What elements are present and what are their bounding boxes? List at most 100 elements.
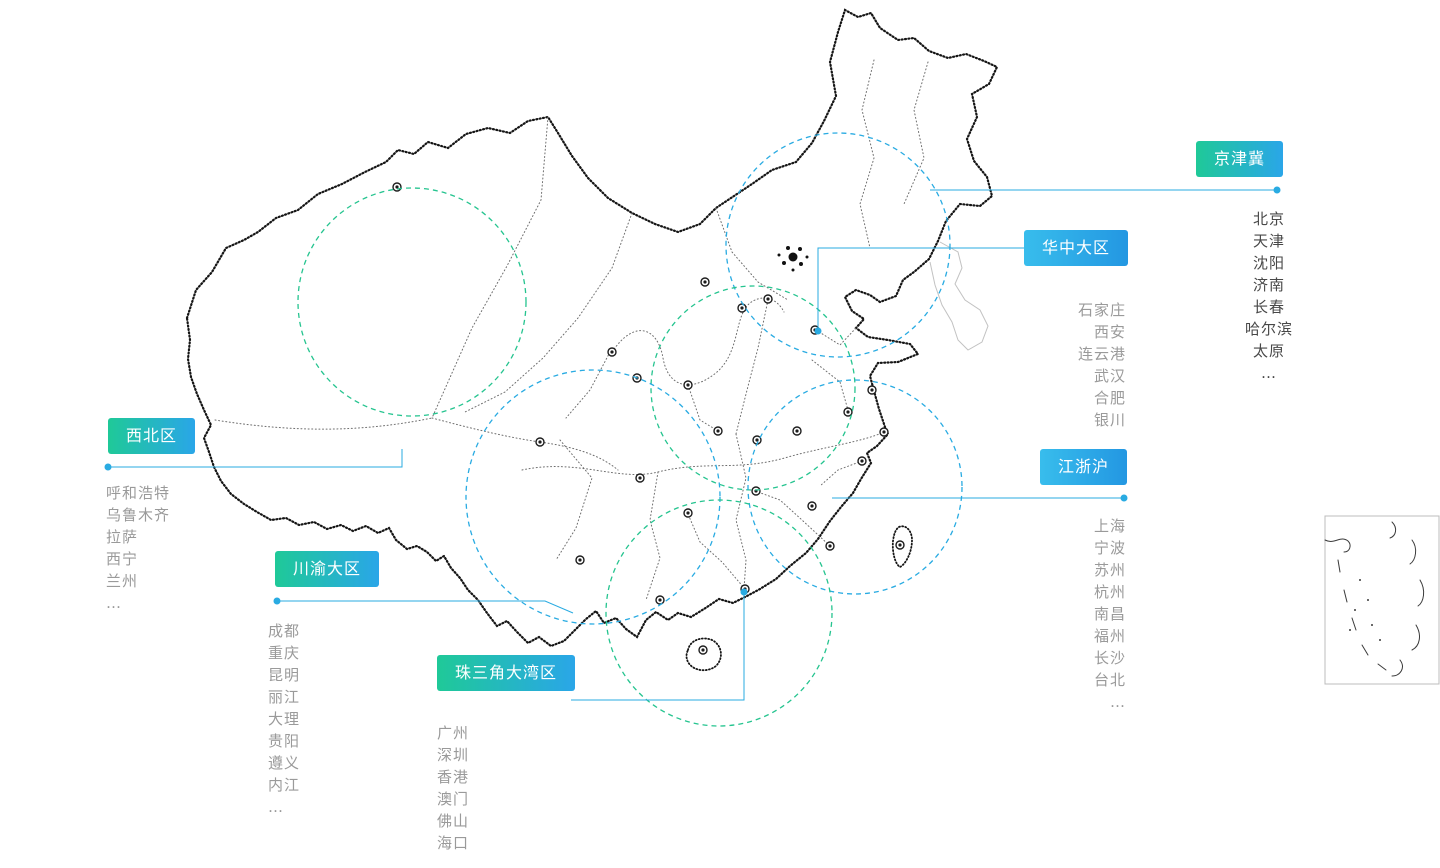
city-marker-icon — [879, 427, 889, 437]
city-marker-icon — [895, 540, 905, 550]
city-item: 上海 — [1093, 517, 1126, 535]
city-item: 丽江 — [268, 688, 301, 706]
beijing-cluster — [777, 246, 809, 272]
city-marker-icon — [700, 277, 710, 287]
region-badge-zhusanjiao[interactable]: 珠三角大湾区 — [437, 655, 576, 691]
city-item: 哈尔滨 — [1244, 320, 1293, 338]
city-item: 遵义 — [268, 754, 301, 772]
city-item: 长春 — [1252, 298, 1285, 316]
region-badge-huazhong[interactable]: 华中大区 — [1024, 230, 1129, 266]
city-item: 济南 — [1252, 276, 1285, 294]
city-item: 南昌 — [1093, 605, 1126, 623]
city-item: 成都 — [268, 622, 301, 640]
connector-zhusanjiao — [571, 592, 745, 701]
city-marker-icon — [392, 182, 402, 192]
city-marker-icon — [607, 347, 617, 357]
city-marker-icon — [825, 541, 835, 551]
city-item: 北京 — [1252, 210, 1285, 228]
city-marker-icon — [683, 508, 693, 518]
province-lines — [214, 59, 929, 601]
city-marker-icon — [713, 426, 723, 436]
city-item: 贵阳 — [268, 732, 301, 750]
city-marker-icon — [807, 501, 817, 511]
circle-jingjinji — [725, 132, 951, 358]
city-item: 呼和浩特 — [106, 484, 171, 502]
city-marker-icon — [751, 486, 761, 496]
city-marker-icon — [535, 437, 545, 447]
city-item: 香港 — [437, 768, 470, 786]
city-item: 大理 — [268, 710, 301, 728]
city-marker-icon — [683, 380, 693, 390]
city-marker-icon — [655, 595, 665, 605]
city-marker-icon — [857, 456, 867, 466]
region-badge-chuanyu[interactable]: 川渝大区 — [275, 551, 380, 587]
connector-xibei — [108, 449, 403, 468]
city-list-zhusanjiao: 广州深圳香港澳门佛山海口 … — [437, 722, 469, 868]
connector-chuanyu — [277, 600, 574, 614]
korea-outline — [929, 241, 989, 351]
city-list-jingjinji: 北京天津沈阳济南长春哈尔滨太原 … — [1208, 208, 1330, 384]
city-item: 西宁 — [106, 550, 139, 568]
city-marker-icon — [867, 385, 877, 395]
city-list-huazhong: 石家庄西安连云港武汉合肥银川 — [1026, 299, 1126, 431]
city-item: 重庆 — [268, 644, 301, 662]
city-item: 昆明 — [268, 666, 301, 684]
city-item: 拉萨 — [106, 528, 139, 546]
city-item: 乌鲁木齐 — [106, 506, 171, 524]
taiwan-island — [891, 525, 913, 569]
city-item: 杭州 — [1093, 583, 1126, 601]
city-list-xibei: 呼和浩特乌鲁木齐拉萨西宁兰州 … — [106, 482, 170, 614]
region-circles — [297, 132, 963, 727]
city-item: 广州 — [437, 724, 470, 742]
city-item: 苏州 — [1093, 561, 1126, 579]
city-item: 佛山 — [437, 812, 470, 830]
city-item: 银川 — [1093, 411, 1126, 429]
city-item: … — [1110, 693, 1126, 711]
city-item: 合肥 — [1093, 389, 1126, 407]
city-marker-icon — [575, 555, 585, 565]
china-outline — [185, 8, 999, 672]
city-marker-icon — [843, 407, 853, 417]
city-item: 连云港 — [1077, 345, 1126, 363]
city-item: 海口 — [437, 834, 470, 852]
city-marker-icon — [792, 426, 802, 436]
city-item: … — [106, 594, 122, 612]
city-item: 武汉 — [1093, 367, 1126, 385]
city-marker-icon — [737, 303, 747, 313]
circle-jiangzhehu — [747, 379, 963, 595]
city-item: 兰州 — [106, 572, 139, 590]
city-item: … — [1261, 364, 1277, 382]
region-badge-jiangzhehu[interactable]: 江浙沪 — [1040, 449, 1128, 485]
city-item: 石家庄 — [1077, 301, 1126, 319]
region-badge-xibei[interactable]: 西北区 — [108, 418, 196, 454]
circle-huazhong — [650, 285, 856, 491]
city-item: 太原 — [1252, 342, 1285, 360]
circle-chuanyu — [465, 369, 721, 625]
city-list-jiangzhehu: 上海宁波苏州杭州南昌福州长沙台北 … — [1026, 515, 1126, 713]
circle-xibei — [297, 187, 527, 417]
city-markers — [392, 182, 905, 655]
city-list-chuanyu: 成都重庆昆明丽江大理贵阳遵义内江 … — [268, 620, 300, 818]
city-item: 台北 — [1093, 671, 1126, 689]
city-item: 西安 — [1093, 323, 1126, 341]
hainan-island — [685, 637, 722, 672]
city-item: … — [268, 798, 284, 816]
connector-huazhong — [817, 247, 1024, 331]
city-item: … — [437, 856, 453, 868]
city-marker-icon — [698, 645, 708, 655]
city-marker-icon — [635, 473, 645, 483]
city-marker-icon — [763, 294, 773, 304]
circle-zhusanjiao — [605, 499, 833, 727]
connector-lines — [104, 186, 1281, 701]
city-item: 沈阳 — [1252, 254, 1285, 272]
city-item: 内江 — [268, 776, 301, 794]
city-item: 深圳 — [437, 746, 470, 764]
city-item: 天津 — [1252, 232, 1285, 250]
city-item: 宁波 — [1093, 539, 1126, 557]
city-item: 福州 — [1093, 627, 1126, 645]
city-item: 澳门 — [437, 790, 470, 808]
city-item: 长沙 — [1093, 649, 1126, 667]
region-badge-jingjinji[interactable]: 京津冀 — [1196, 141, 1284, 177]
